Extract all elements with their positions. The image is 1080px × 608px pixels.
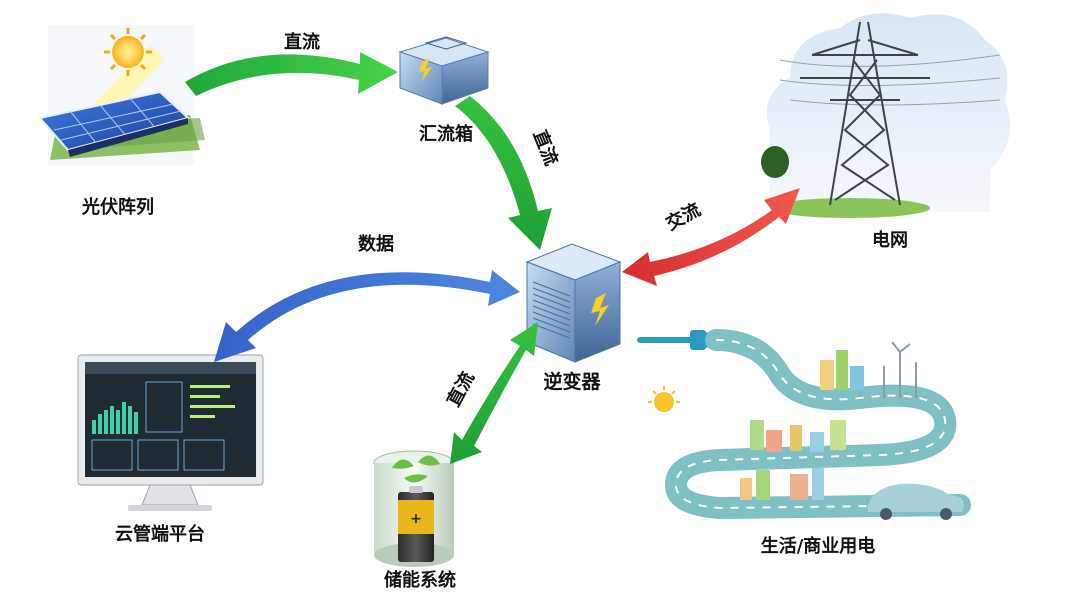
energy-storage-node: + 储能系统 [373, 450, 456, 591]
city-road-icon [637, 329, 971, 520]
combiner-box-label: 汇流箱 [419, 123, 473, 145]
consumption-label: 生活/商业用电 [761, 535, 876, 557]
svg-text:+: + [410, 511, 422, 527]
arrow-pv-to-combiner: 直流 [185, 31, 398, 96]
pv-array-label: 光伏阵列 [81, 196, 154, 218]
flow-label-inverter-grid: 交流 [662, 199, 704, 235]
transmission-tower-icon [761, 13, 1010, 218]
energy-storage-label: 储能系统 [383, 569, 456, 591]
grid-label: 电网 [872, 229, 908, 251]
battery-icon: + [373, 450, 455, 567]
flow-label-combiner-inverter: 直流 [529, 127, 563, 169]
cloud-platform-node: 云管端平台 [77, 354, 264, 545]
cloud-platform-label: 云管端平台 [115, 523, 205, 545]
flow-label-storage-inverter: 直流 [443, 368, 479, 410]
car-icon [868, 483, 964, 520]
combiner-box-icon [398, 36, 490, 105]
arrow-platform-inverter: 数据 [214, 233, 520, 362]
arrow-combiner-to-inverter: 直流 [455, 96, 563, 250]
inverter-label: 逆变器 [543, 370, 601, 393]
grid-node: 电网 [761, 13, 1010, 251]
flow-label-platform-inverter: 数据 [358, 233, 394, 255]
arrow-inverter-grid: 交流 [622, 188, 800, 286]
flow-label-pv-combiner: 直流 [284, 31, 320, 53]
combiner-box-node: 汇流箱 [398, 36, 490, 145]
solar-panel-icon [38, 25, 205, 165]
arrow-storage-inverter: 直流 [443, 322, 538, 464]
inverter-node: 逆变器 [525, 243, 622, 393]
consumption-node: 生活/商业用电 [637, 329, 971, 557]
inverter-cabinet-icon [525, 243, 622, 363]
pv-array-node: 光伏阵列 [38, 25, 205, 218]
monitor-dashboard-icon [77, 354, 264, 511]
